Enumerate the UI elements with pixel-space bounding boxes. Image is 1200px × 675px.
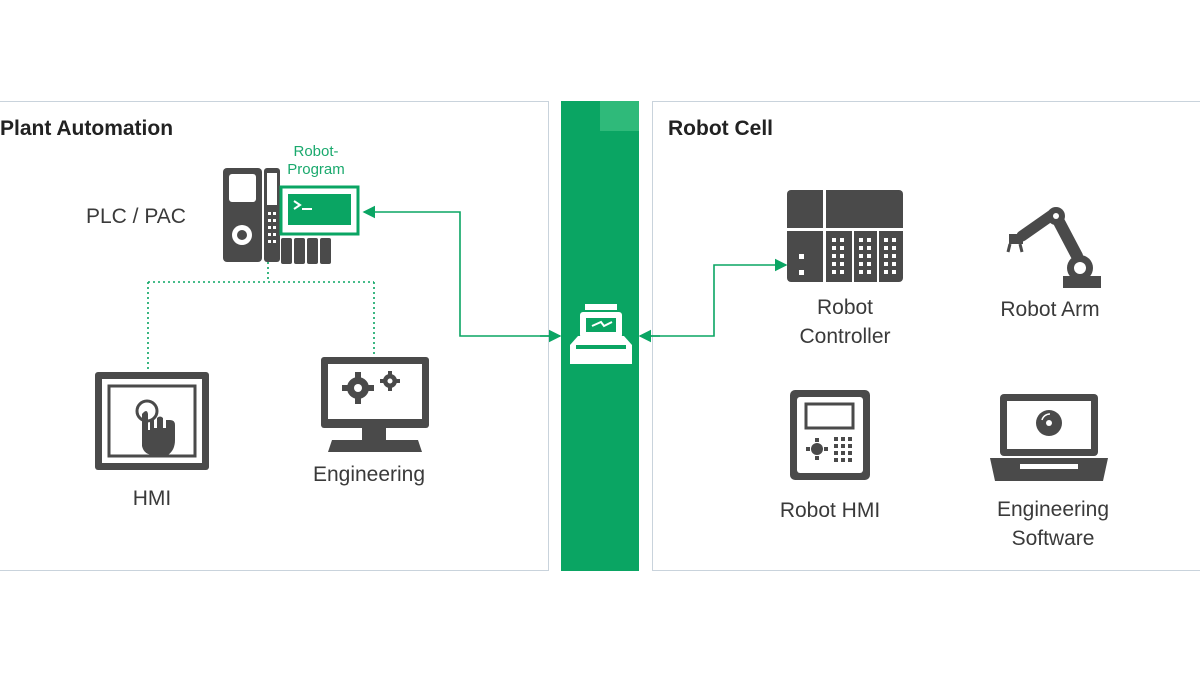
laptop-disc-icon <box>990 394 1108 481</box>
engineering-software-label: Engineering Software <box>978 495 1128 553</box>
robot-controller-icon <box>787 190 903 282</box>
engineering-software-label-line2: Software <box>1011 527 1095 550</box>
robot-controller-label-line2: Controller <box>799 325 891 348</box>
robot-program-label-line1: Robot- <box>293 143 339 160</box>
engineering-monitor-icon <box>321 357 429 452</box>
robot-program-label: Robot- Program <box>272 143 360 179</box>
engineering-label: Engineering <box>312 463 426 486</box>
gateway-icon <box>570 304 632 364</box>
robot-hmi-label: Robot HMI <box>779 499 881 522</box>
dotted-connectors <box>147 262 375 370</box>
plc-label: PLC / PAC <box>86 205 186 228</box>
robot-cell-panel <box>652 101 1200 571</box>
plant-automation-title: Plant Automation <box>0 117 174 140</box>
hmi-label: HMI <box>132 487 172 510</box>
robot-arm-label: Robot Arm <box>1000 298 1100 321</box>
teach-pendant-icon <box>790 390 870 480</box>
touch-screen-icon <box>95 372 209 470</box>
robot-program-icon <box>279 185 360 236</box>
network-bus-notch <box>600 101 639 131</box>
plc-icon <box>223 168 331 264</box>
robot-controller-label-line1: Robot <box>816 296 874 319</box>
robot-controller-label: Robot Controller <box>770 293 920 351</box>
connection-arrows <box>362 205 788 343</box>
robot-cell-title: Robot Cell <box>668 117 773 140</box>
robot-arm-icon <box>1006 207 1101 288</box>
engineering-software-label-line1: Engineering <box>996 498 1110 521</box>
robot-program-label-line2: Program <box>287 161 345 178</box>
